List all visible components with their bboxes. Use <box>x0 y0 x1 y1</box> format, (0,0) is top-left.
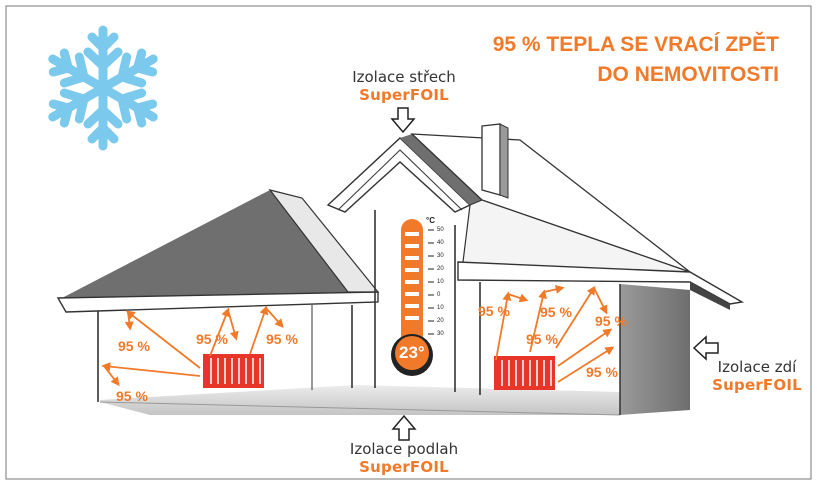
heat-arrows-right <box>495 284 615 383</box>
frame-border <box>5 5 812 480</box>
left-roof <box>62 190 348 298</box>
arrow-up-icon <box>391 414 417 441</box>
arrow-left-icon <box>692 335 719 361</box>
thermometer-tick: 30 <box>437 331 444 337</box>
wall-insulation-brand: SuperFOIL <box>712 376 802 394</box>
radiator-icon <box>494 356 555 390</box>
wall-insulation-label: Izolace zdí <box>717 358 797 376</box>
wall-insulation-callout: Izolace zdí SuperFOIL <box>702 358 812 394</box>
thermometer-icon <box>391 219 434 376</box>
heat-arrows-left <box>101 305 284 387</box>
thermometer-tick: 20 <box>437 318 444 324</box>
roof-insulation-callout: Izolace střech SuperFOIL <box>334 68 474 104</box>
right-eave <box>457 261 745 305</box>
thermometer-tick: 40 <box>437 240 444 246</box>
roof-insulation-label: Izolace střech <box>352 68 456 86</box>
chimney <box>481 123 501 196</box>
thermometer-reading: 23° <box>399 343 425 362</box>
percent-label: 95 % <box>478 303 510 319</box>
floor-insulation-label: Izolace podlah <box>349 440 459 458</box>
thermometer-tick: 10 <box>437 279 444 285</box>
thermometer-tick: 20 <box>437 266 444 272</box>
percent-label: 95 % <box>526 331 558 347</box>
percent-label: 95 % <box>595 313 627 329</box>
percent-label: 95 % <box>540 304 572 320</box>
floor-insulation-callout: Izolace podlah SuperFOIL <box>334 440 474 476</box>
thermometer-tick: 50 <box>437 227 444 233</box>
thermometer-tick: 30 <box>437 253 444 259</box>
roof-insulation-brand: SuperFOIL <box>359 86 449 104</box>
thermometer-unit: °C <box>426 216 435 225</box>
radiator-icon <box>203 354 264 388</box>
percent-label: 95 % <box>196 331 228 347</box>
snowflake-icon <box>45 25 160 146</box>
percent-label: 95 % <box>118 338 150 354</box>
left-eave <box>56 291 379 313</box>
headline-line-2: DO NEMOVITOSTI <box>597 63 779 86</box>
percent-label: 95 % <box>116 388 148 404</box>
floor-insulation-brand: SuperFOIL <box>359 458 449 476</box>
percent-label: 95 % <box>266 331 298 347</box>
percent-label: 95 % <box>586 364 618 380</box>
thermometer-tick: 10 <box>437 305 444 311</box>
floor <box>100 385 620 415</box>
headline: 95 % TEPLA SE VRACÍ ZPĚT DO NEMOVITOSTI <box>493 30 779 90</box>
headline-line-1: 95 % TEPLA SE VRACÍ ZPĚT <box>492 33 779 56</box>
arrow-down-icon <box>390 107 416 134</box>
thermometer-tick: 0 <box>437 292 441 298</box>
right-wall-shade <box>620 284 690 415</box>
